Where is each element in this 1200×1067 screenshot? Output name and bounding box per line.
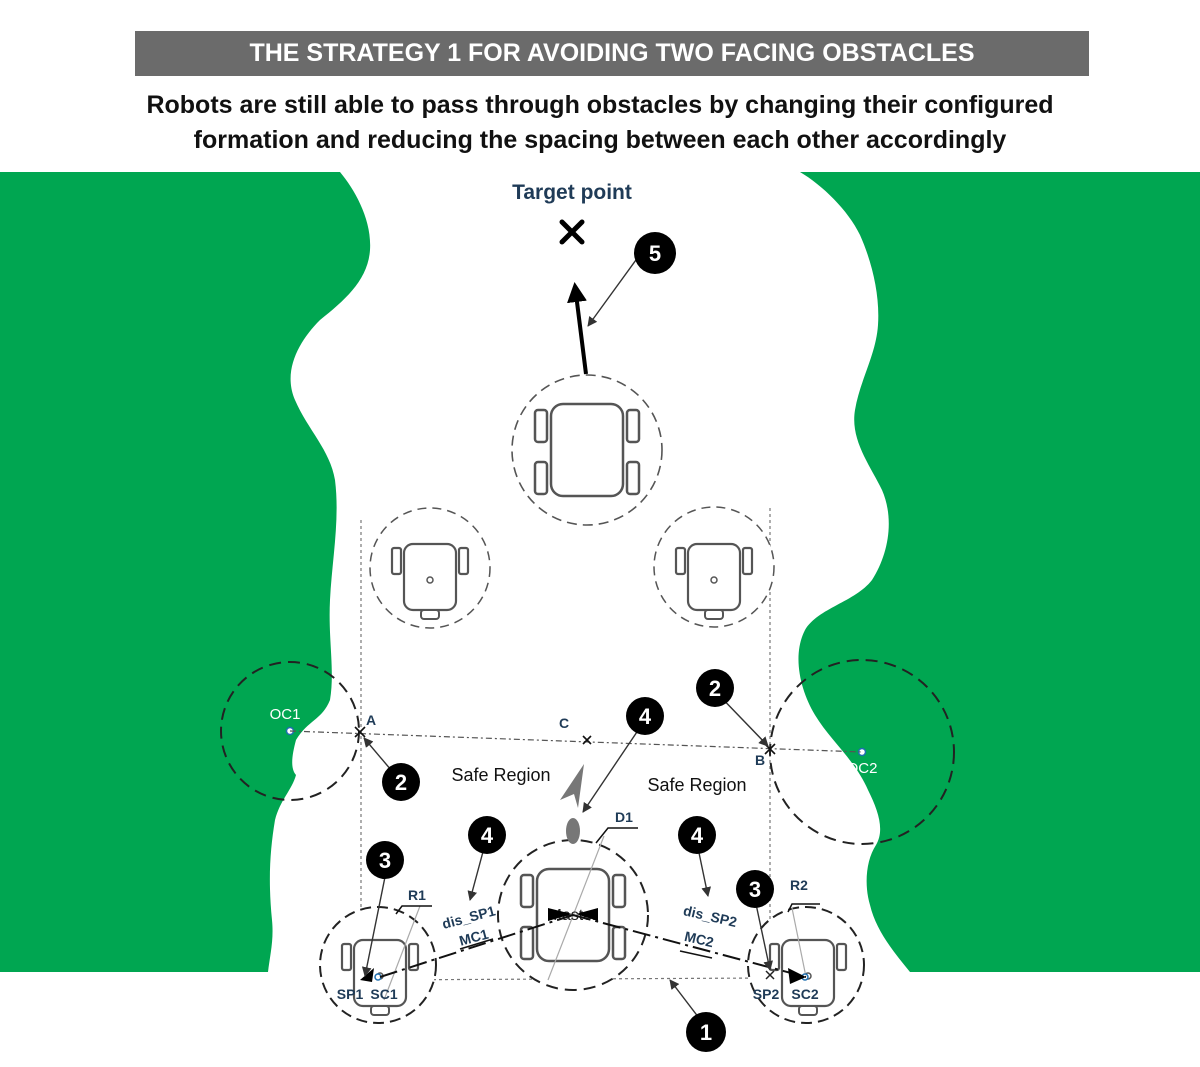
svg-text:2: 2 (395, 770, 407, 795)
point-a-label: A (366, 712, 376, 728)
badge-2-top: 2 (696, 669, 734, 707)
badge4-right-pointer (697, 847, 711, 897)
oc2-label: OC2 (847, 760, 878, 777)
mc2-underline (679, 950, 713, 959)
sp1-label: SP1 (337, 986, 364, 1002)
sc2-label: SC2 (791, 986, 818, 1002)
safe-region-right-label: Safe Region (647, 775, 746, 795)
oc1-oc2-line (289, 730, 863, 753)
slave2-radius-line (791, 907, 807, 978)
r1-leader (395, 905, 432, 915)
r1-label: R1 (408, 887, 426, 903)
sp2-label: SP2 (753, 986, 780, 1002)
point-c-label: C (559, 715, 569, 731)
badge-1: 1 (686, 1012, 726, 1052)
badge-2-bottom: 2 (382, 763, 420, 801)
svg-text:3: 3 (749, 877, 761, 902)
slave2-direction-arrow (788, 968, 806, 984)
badge1-pointer (669, 979, 700, 1019)
point-c-cross (582, 735, 592, 745)
master-arrow-left (548, 908, 572, 921)
master-diameter-line (547, 835, 605, 981)
badge4-top-pointer (582, 719, 646, 813)
slave1-radius-line (383, 905, 421, 1001)
point-a-cross (354, 726, 366, 738)
top-robot-heading-arrow (567, 282, 588, 375)
svg-text:4: 4 (691, 823, 704, 848)
r2-leader (787, 903, 820, 913)
badge-3-left: 3 (366, 841, 404, 879)
badge-3-right: 3 (736, 870, 774, 908)
left-obstacle-region (0, 172, 371, 972)
sc1-label: SC1 (370, 986, 397, 1002)
badge-4-top: 4 (626, 697, 664, 735)
point-b-label: B (755, 752, 765, 768)
badge4-left-pointer (467, 847, 485, 901)
badge5-pointer (587, 252, 642, 327)
r2-label: R2 (790, 877, 808, 893)
subtitle-line-1: Robots are still able to pass through ob… (146, 91, 1054, 119)
oc2-center-point (857, 747, 867, 757)
d1-label: D1 (615, 809, 633, 825)
mc1-label: MC1 (457, 926, 490, 949)
safe-region-left-label: Safe Region (451, 765, 550, 785)
diagram-subtitle: Robots are still able to pass through ob… (60, 88, 1140, 158)
svg-text:5: 5 (649, 241, 661, 266)
svg-text:4: 4 (481, 823, 494, 848)
d1-leader (595, 827, 638, 844)
badge3-left-pointer (361, 871, 387, 977)
heading-indicator-dot (566, 818, 580, 844)
badge-4-right: 4 (678, 816, 716, 854)
mc2-label: MC2 (683, 928, 716, 950)
svg-text:4: 4 (639, 704, 652, 729)
top-robot (533, 402, 641, 498)
dis-sp2-label: dis_SP2 (682, 902, 739, 930)
svg-text:1: 1 (700, 1020, 712, 1045)
right-obstacle-region (798, 172, 1200, 972)
target-point-label: Target point (512, 181, 632, 204)
dis-sp1-label: dis_SP1 (440, 902, 497, 932)
master-to-slave1-line (379, 914, 574, 978)
badge-5: 5 (634, 232, 676, 274)
mc1-underline (459, 938, 494, 950)
svg-text:2: 2 (709, 676, 721, 701)
obstacle-circle-oc2 (769, 659, 955, 845)
subtitle-line-2: formation and reducing the spacing betwe… (193, 126, 1007, 154)
heading-direction-arrow (560, 764, 584, 808)
badge-4-left: 4 (468, 816, 506, 854)
diagram-title-banner: THE STRATEGY 1 FOR AVOIDING TWO FACING O… (135, 31, 1089, 76)
sp2-cross (765, 970, 775, 980)
master-arrow-right (576, 908, 598, 921)
oc1-label: OC1 (270, 706, 301, 723)
target-point-marker (559, 219, 585, 245)
badge3-right-pointer (755, 903, 773, 971)
svg-text:3: 3 (379, 848, 391, 873)
